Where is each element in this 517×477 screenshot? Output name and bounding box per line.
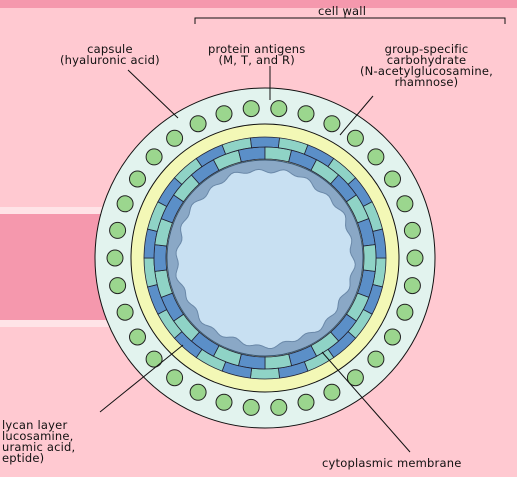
peptidoglycan-segment xyxy=(250,137,279,148)
group-carbohydrate-label: group-specific carbohydrate (N-acetylglu… xyxy=(360,44,493,88)
protein-antigen-dot xyxy=(190,384,206,400)
protein-antigen-dot xyxy=(404,222,420,238)
capsule-label: capsule (hyaluronic acid) xyxy=(60,44,160,66)
peptidoglycan-segment xyxy=(363,245,376,272)
protein-antigen-dot xyxy=(110,222,126,238)
protein-antigen-dot xyxy=(107,250,123,266)
protein-antigen-dot xyxy=(216,394,232,410)
protein-antigen-dot xyxy=(243,399,259,415)
protein-antigen-dot xyxy=(167,130,183,146)
cell-wall-bracket xyxy=(195,18,505,24)
protein-antigen-dot xyxy=(271,101,287,117)
cytoplasmic-membrane-label: cytoplasmic membrane xyxy=(322,458,462,469)
protein-antigen-dot xyxy=(130,171,146,187)
protein-antigen-dot xyxy=(298,106,314,122)
protein-antigen-dot xyxy=(397,304,413,320)
peptidoglycan-segment xyxy=(250,368,279,379)
protein-antigen-dot xyxy=(110,278,126,294)
protein-antigen-dot xyxy=(117,304,133,320)
protein-antigen-dot xyxy=(404,278,420,294)
protein-antigen-dot xyxy=(407,250,423,266)
protein-antigen-dot xyxy=(130,329,146,345)
peptidoglycan-label: lycan layer lucosamine, uramic acid, ept… xyxy=(2,420,75,464)
protein-antigen-dot xyxy=(368,351,384,367)
protein-antigen-dot xyxy=(167,370,183,386)
protein-antigen-dot xyxy=(271,399,287,415)
protein-antigen-dot xyxy=(216,106,232,122)
protein-antigen-dot xyxy=(397,196,413,212)
protein-antigen-dot xyxy=(324,116,340,132)
protein-antigens-label: protein antigens (M, T, and R) xyxy=(208,44,305,66)
protein-antigen-dot xyxy=(190,116,206,132)
protein-antigen-dot xyxy=(324,384,340,400)
protein-antigen-dot xyxy=(298,394,314,410)
protein-antigen-dot xyxy=(243,101,259,117)
protein-antigen-dot xyxy=(146,351,162,367)
protein-antigen-dot xyxy=(385,329,401,345)
capsule-leader xyxy=(128,70,178,118)
protein-antigen-dot xyxy=(146,149,162,165)
cell-wall-label: cell wall xyxy=(318,6,366,17)
protein-antigen-dot xyxy=(117,196,133,212)
protein-antigen-dot xyxy=(368,149,384,165)
protein-antigen-dot xyxy=(347,130,363,146)
protein-antigen-dot xyxy=(385,171,401,187)
peptidoglycan-segment xyxy=(154,245,167,272)
